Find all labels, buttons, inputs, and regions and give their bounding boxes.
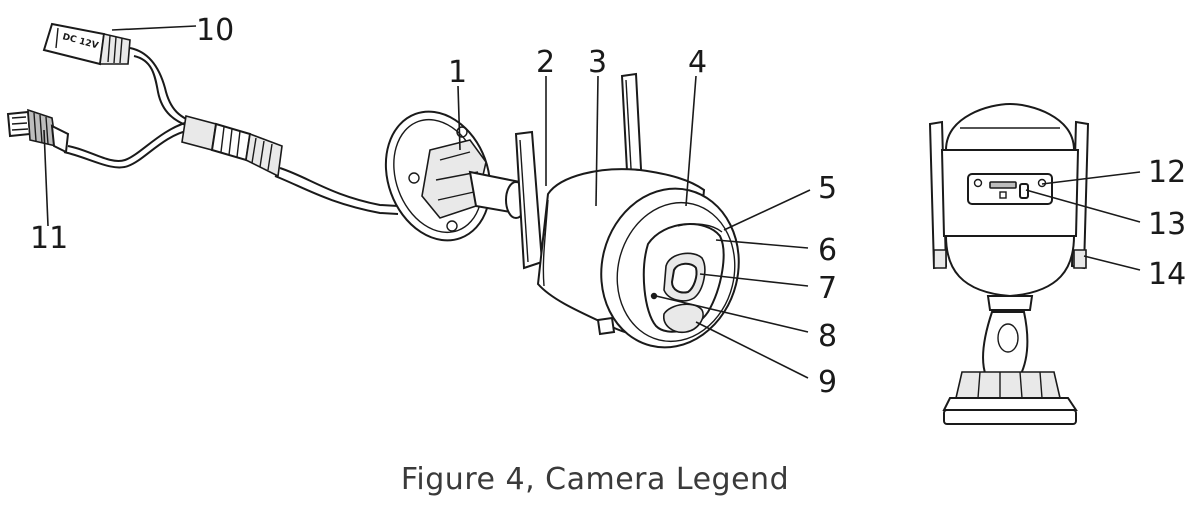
callout-11: 11 bbox=[30, 221, 68, 256]
cable-junction bbox=[181, 114, 283, 178]
callout-10: 10 bbox=[196, 13, 234, 48]
leader-lines bbox=[43, 25, 1141, 379]
callout-6: 6 bbox=[818, 233, 837, 268]
callout-3: 3 bbox=[588, 45, 607, 80]
callout-8: 8 bbox=[818, 319, 837, 354]
callout-7: 7 bbox=[818, 271, 837, 306]
callout-9: 9 bbox=[818, 365, 837, 400]
camera-side-view bbox=[384, 72, 740, 349]
dc-power-connector: DC 12V bbox=[42, 22, 131, 66]
callout-12: 12 bbox=[1148, 155, 1186, 190]
callout-4: 4 bbox=[688, 45, 707, 80]
callout-1: 1 bbox=[448, 55, 467, 90]
camera-rear-view bbox=[928, 102, 1090, 425]
callout-14: 14 bbox=[1148, 257, 1186, 292]
lan-connector bbox=[6, 108, 70, 154]
callout-2: 2 bbox=[536, 45, 555, 80]
callout-13: 13 bbox=[1148, 207, 1186, 242]
cables bbox=[63, 47, 399, 215]
callout-numbers: 1 2 3 4 5 6 7 8 9 10 11 12 13 14 bbox=[30, 13, 1186, 400]
figure-caption: Figure 4, Camera Legend bbox=[400, 462, 790, 497]
callout-5: 5 bbox=[818, 171, 837, 206]
